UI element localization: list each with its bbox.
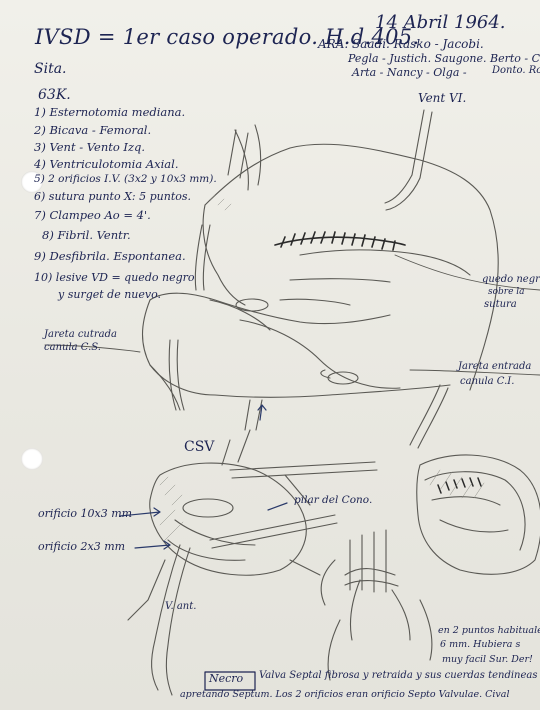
- step-3: 3) Vent - Vento Izq.: [34, 141, 145, 153]
- step-8: 8) Fibril. Ventr.: [42, 229, 131, 241]
- patient-age: 63K.: [38, 88, 71, 103]
- label-jareta-left-1: Jareta cutrada: [44, 330, 117, 341]
- surgery-date: 14 Abril 1964.: [375, 14, 506, 33]
- step-9: 9) Desfibrila. Espontanea.: [34, 250, 186, 262]
- necro-note-line-1: Valva Septal fibrosa y retraida y sus cu…: [259, 671, 538, 682]
- label-right-note-2: 6 mm. Hubiera s: [440, 640, 520, 650]
- label-jareta-right-2: canula C.I.: [460, 377, 514, 388]
- step-text: Vent - Vento Izq.: [49, 140, 145, 154]
- step-text: lesive VD = quedo negro: [56, 271, 195, 284]
- suture-line: [275, 232, 405, 250]
- step-number: 1: [34, 105, 41, 119]
- label-right-edge-3: sutura: [484, 300, 517, 311]
- label-right-edge-2: sobre la: [488, 288, 525, 297]
- arrows: [120, 405, 287, 549]
- label-csv: CSV: [184, 440, 214, 455]
- step-6: 6) sutura punto X: 5 puntos.: [34, 191, 191, 203]
- team-line-4: Donto. Roca: [492, 66, 540, 77]
- step-text: Bicava - Femoral.: [49, 123, 151, 137]
- team-line-1: ARA. Saadi. Rasko - Jacobi.: [318, 38, 484, 51]
- team-line-3: Arta - Nancy - Olga -: [352, 67, 467, 79]
- ventricle-cross-section: [417, 455, 540, 574]
- step-text: Clampeo Ao = 4'.: [49, 208, 150, 222]
- step-number: 10: [34, 271, 48, 284]
- label-orificio-2x3: orificio 2x3 mm: [38, 541, 125, 553]
- label-vent-vi: Vent VI.: [418, 92, 466, 105]
- label-jareta-right-1: Jareta entrada: [458, 362, 531, 373]
- label-right-note-1: en 2 puntos habituales de: [438, 626, 540, 636]
- step-text: Ventriculotomia Axial.: [49, 157, 178, 171]
- valve-sketch: [321, 530, 432, 680]
- step-text: Desfibrila. Espontanea.: [49, 249, 185, 263]
- label-orificio-10x3: orificio 10x3 mm: [38, 508, 132, 520]
- step-number: 7: [34, 208, 41, 222]
- step-2: 2) Bicava - Femoral.: [34, 124, 151, 136]
- patient-sex: Sita.: [34, 62, 67, 77]
- label-jareta-left-2: canula C.S.: [44, 343, 101, 354]
- step-number: 2: [34, 123, 41, 137]
- step-number: 3: [34, 140, 41, 154]
- step-text: sutura punto X: 5 puntos.: [49, 190, 191, 203]
- step-4: 4) Ventriculotomia Axial.: [34, 158, 179, 170]
- necro-label: Necro: [209, 673, 243, 685]
- label-pilar-del-cono: pilar del Cono.: [294, 495, 372, 506]
- label-v-ant: V. ant.: [165, 602, 196, 613]
- step-10-continued: y surget de nuevo.: [58, 289, 161, 301]
- step-number: 9: [34, 249, 41, 263]
- step-7: 7) Clampeo Ao = 4'.: [34, 209, 151, 221]
- step-text: 2 orificios I.V. (3x2 y 10x3 mm).: [48, 173, 217, 185]
- step-number: 8: [42, 228, 49, 242]
- step-text: Esternotomia mediana.: [49, 105, 185, 119]
- label-right-edge-1: quedo negro: [482, 275, 540, 286]
- necro-note-line-2: apretando Septum. Los 2 orificios eran o…: [180, 690, 510, 700]
- step-1: 1) Esternotomia mediana.: [34, 106, 185, 118]
- team-line-2: Pegla - Justich. Saugone. Berto - Carlos: [348, 53, 540, 65]
- step-number: 5: [34, 173, 41, 185]
- step-number: 4: [34, 157, 41, 171]
- label-right-note-3: muy facil Sur. Der!: [442, 655, 533, 665]
- step-10: 10) lesive VD = quedo negro: [34, 272, 195, 284]
- step-number: 6: [34, 190, 41, 203]
- step-5: 5) 2 orificios I.V. (3x2 y 10x3 mm).: [34, 174, 217, 185]
- step-text: Fibril. Ventr.: [57, 228, 130, 242]
- pencil-hatching: [160, 195, 484, 540]
